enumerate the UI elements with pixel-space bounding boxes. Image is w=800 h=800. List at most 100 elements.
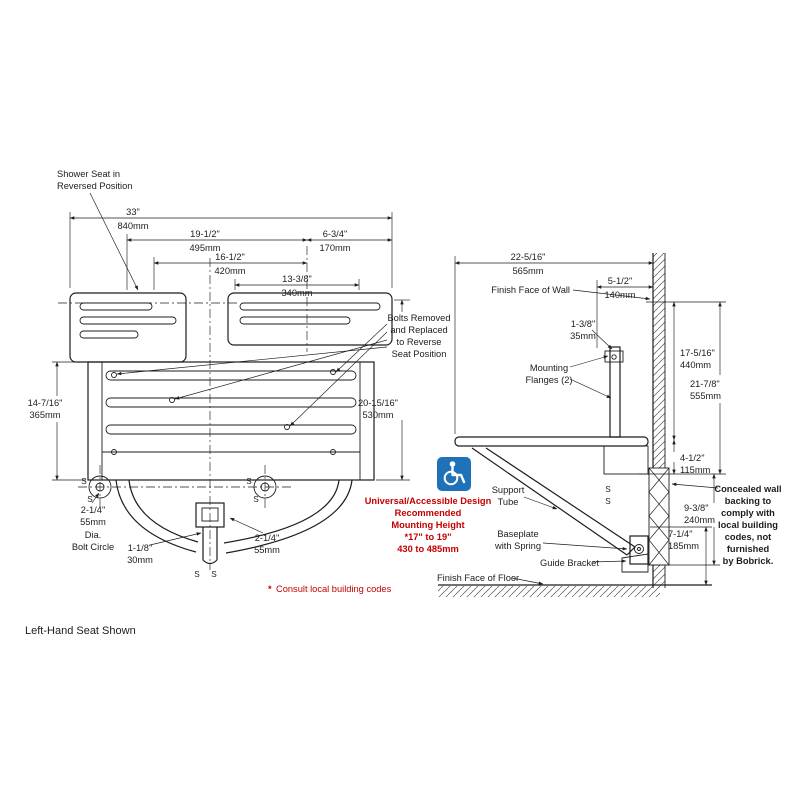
flanges-label-line2: Flanges (2) (525, 375, 572, 385)
concealed-line4: local building (718, 520, 778, 530)
dim-left-span-mm: 495mm (189, 243, 220, 253)
concealed-line3: comply with (721, 508, 775, 518)
side-view-text: 22-5/16" 565mm 5-1/2" 140mm Finish Face … (437, 252, 782, 583)
dim-flange-depth-mm: 140mm (604, 290, 635, 300)
dim-side-overall-height-mm: 555mm (690, 391, 721, 401)
s-marker: S (87, 495, 93, 504)
side-view-structure (438, 253, 712, 597)
ada-line1: Universal/Accessible Design (365, 496, 492, 506)
dim-overall-width-mm: 840mm (117, 221, 148, 231)
support-tube-side (471, 447, 628, 556)
bolt-circle-note-mm: 55mm (80, 517, 106, 527)
dim-floor-height-in: 7-1/4" (668, 529, 693, 539)
dim-wall-height-mm: 440mm (680, 360, 711, 370)
dim-side-overall-height-in: 21-7/8" (690, 379, 720, 389)
support-tube-left (115, 479, 197, 553)
dim-right-span-mm: 170mm (319, 243, 350, 253)
consult-note: Consult local building codes (276, 584, 392, 594)
dim-backing-height-mm: 240mm (684, 515, 715, 525)
dim-inner-span-in: 16-1/2" (215, 252, 245, 262)
ada-line4: *17" to 19" (404, 532, 451, 542)
bolt-circle-note-in: 2-1/4" (81, 505, 106, 515)
concealed-line6: furnished (727, 544, 770, 554)
bolt-circle-note-dia: Dia. (85, 530, 102, 540)
dim-depth-mm: 565mm (512, 266, 543, 276)
support-tube-label-line2: Tube (498, 497, 519, 507)
seat-note-line2: Reversed Position (57, 181, 132, 191)
dim-floor-height-mm: 185mm (668, 541, 699, 551)
seat-side (454, 436, 649, 447)
mounting-flange (609, 346, 621, 438)
floor-hatch (438, 586, 660, 597)
bolts-note-line2: and Replaced (390, 325, 447, 335)
support-tube-label-line1: Support (492, 485, 525, 495)
s-marker: S (211, 570, 217, 579)
finish-floor-label: Finish Face of Floor (437, 573, 519, 583)
front-view-text: 33" 840mm 19-1/2" 495mm 6-3/4" 170mm 16-… (28, 169, 451, 594)
dim-backing-height-in: 9-3/8" (684, 503, 709, 513)
baseplate-label-line1: Baseplate (497, 529, 538, 539)
guide-bracket (621, 553, 649, 573)
s-marker: S (605, 485, 611, 494)
dim-frame-depth-mm: 115mm (680, 465, 711, 475)
dim-flange-width-mm: 35mm (570, 331, 596, 341)
dim-post-width-in: 1-1/8" (128, 543, 153, 553)
baseplate (629, 535, 649, 565)
front-view-dimension-lines (52, 192, 410, 546)
s-marker: S (81, 477, 87, 486)
flanges-label-line1: Mounting (530, 363, 568, 373)
ada-line5: 430 to 485mm (397, 544, 459, 554)
front-view: 33" 840mm 19-1/2" 495mm 6-3/4" 170mm 16-… (28, 169, 451, 594)
guide-bracket-label: Guide Bracket (540, 558, 599, 568)
dim-slot-span-mm: 340mm (281, 288, 312, 298)
right-seat-panel (227, 292, 393, 346)
wheelchair-glyph (443, 461, 466, 486)
front-view-structure (58, 246, 393, 570)
dim-overall-height-in: 20-15/16" (358, 398, 398, 408)
dim-inner-span-mm: 420mm (214, 266, 245, 276)
s-marker: S (246, 477, 252, 486)
bolt-circle-left (88, 475, 112, 499)
consult-asterisk: * (268, 584, 272, 594)
s-marker: S (253, 495, 259, 504)
bolts-note-line3: to Reverse (397, 337, 442, 347)
ada-note: Universal/Accessible Design Recommended … (365, 457, 492, 554)
ada-line3: Mounting Height (391, 520, 464, 530)
bolt-circle-note-label: Bolt Circle (72, 542, 114, 552)
concealed-backing (648, 467, 670, 566)
dim-slot-span-in: 13-3/8" (282, 274, 312, 284)
s-marker: S (605, 497, 611, 506)
baseplate-label-line2: with Spring (494, 541, 541, 551)
side-view: 22-5/16" 565mm 5-1/2" 140mm Finish Face … (437, 252, 782, 597)
dim-depth-in: 22-5/16" (511, 252, 546, 262)
dim-overall-width-in: 33" (126, 207, 140, 217)
ada-line2: Recommended (395, 508, 462, 518)
dim-seat-height-mm: 365mm (29, 410, 60, 420)
page-caption: Left-Hand Seat Shown (25, 625, 136, 637)
bolts-note-line1: Bolts Removed (387, 313, 450, 323)
dim-wall-height-in: 17-5/16" (680, 348, 715, 358)
dim-flange-depth-in: 5-1/2" (608, 276, 633, 286)
dim-frame-depth-in: 4-1/2" (680, 453, 705, 463)
concealed-line2: backing to (725, 496, 772, 506)
dim-post-offset-mm: 55mm (254, 545, 280, 555)
seat-note-line1: Shower Seat in (57, 169, 120, 179)
concealed-line1: Concealed wall (714, 484, 781, 494)
bolts-note-line4: Seat Position (392, 349, 447, 359)
side-view-dimension-lines (454, 256, 726, 586)
dim-post-width-mm: 30mm (127, 555, 153, 565)
s-marker: S (194, 570, 200, 579)
dim-right-span-in: 6-3/4" (323, 229, 348, 239)
support-tube-right (225, 479, 353, 554)
ada-text: Universal/Accessible Design Recommended … (365, 496, 492, 554)
dim-overall-height-mm: 530mm (362, 410, 393, 420)
dim-seat-height-in: 14-7/16" (28, 398, 63, 408)
dim-post-offset-in: 2-1/4" (255, 533, 280, 543)
finish-wall-label: Finish Face of Wall (491, 285, 570, 295)
dim-flange-width-in: 1-3/8" (571, 319, 596, 329)
concealed-backing-note: Concealed wall backing to comply with lo… (714, 484, 781, 566)
dim-left-span-in: 19-1/2" (190, 229, 220, 239)
concealed-line7: by Bobrick. (723, 556, 774, 566)
